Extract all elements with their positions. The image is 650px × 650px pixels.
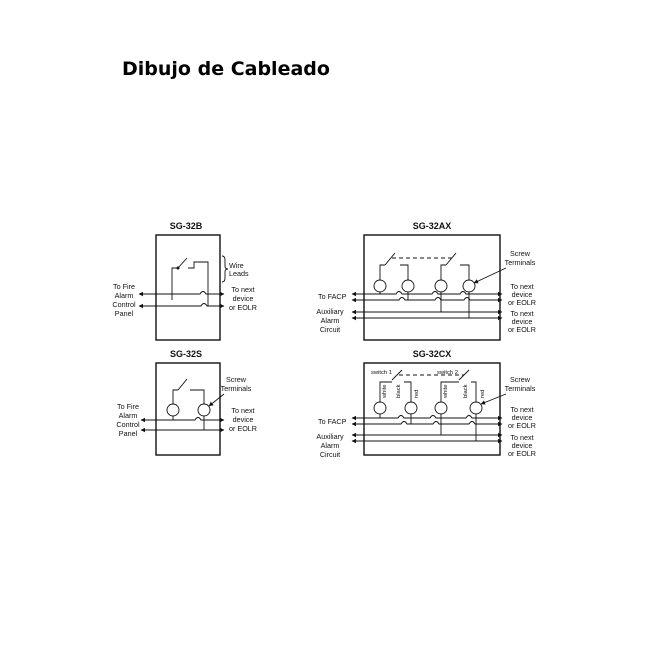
sg32ax-drops xyxy=(379,292,470,318)
sg32s-left-1: To Fire xyxy=(117,402,139,411)
sg32ax-diagram: SG-32AX Screw Terminals To FACP Auxiliar… xyxy=(316,221,536,341)
sg32cx-terminal-4 xyxy=(469,401,483,415)
sg32s-right-2: device xyxy=(233,415,254,424)
sg32ax-aux-3: Circuit xyxy=(320,325,340,334)
sg32b-left-2: Alarm xyxy=(115,291,134,300)
sg32cx-screw-2: Terminals xyxy=(505,384,536,393)
sg32ax-screw-1: Screw xyxy=(510,249,531,258)
sg32b-right-3: or EOLR xyxy=(229,303,257,312)
sg32cx-next1-2: device xyxy=(512,413,533,422)
sg32s-switch-lever xyxy=(177,378,188,391)
sg32ax-next2-1: To next xyxy=(510,309,533,318)
sg32cx-screw-1: Screw xyxy=(510,375,531,384)
sg32s-left-3: Control xyxy=(116,420,140,429)
sg32b-bus-bottom xyxy=(146,303,225,309)
sg32cx-drops xyxy=(379,414,477,441)
sg32cx-diagram: SG-32CX switch 1 switch 2 white black re… xyxy=(316,349,536,459)
sg32ax-facp-label: To FACP xyxy=(318,292,347,301)
sg32s-terminal-2 xyxy=(197,403,211,417)
sg32ax-aux-2: Alarm xyxy=(321,316,340,325)
sg32s-right-1: To next xyxy=(231,406,254,415)
sg32cx-switch1-lever xyxy=(391,369,403,381)
sg32cx-switch2-label: switch 2 xyxy=(437,370,458,376)
sg32ax-terminal-2 xyxy=(401,279,415,293)
sg32s-left-2: Alarm xyxy=(119,411,138,420)
sg32cx-terminal-1 xyxy=(373,401,387,415)
sg32b-title: SG-32B xyxy=(170,221,203,231)
page-title: Dibujo de Cableado xyxy=(122,58,330,80)
sg32cx-line-1 xyxy=(374,415,503,421)
sg32b-diagram: SG-32B Wire Leads To Fire Alarm Control … xyxy=(112,221,257,341)
sg32cx-wire-red-1: red xyxy=(414,390,420,398)
sg32ax-screw-2: Terminals xyxy=(505,258,536,267)
sg32cx-next2-3: or EOLR xyxy=(508,449,536,458)
sg32b-switch-pivot xyxy=(176,266,180,270)
sg32s-diagram: SG-32S Screw Terminals To Fire Alarm Con… xyxy=(116,349,257,456)
sg32ax-switch-a-wires xyxy=(379,264,409,280)
sg32cx-wire-white-1: white xyxy=(382,384,388,399)
sg32b-switch-wires xyxy=(171,261,209,300)
sg32cx-switch1-label: switch 1 xyxy=(371,370,392,376)
sg32b-left-4: Panel xyxy=(115,309,134,318)
sg32ax-box xyxy=(363,234,501,341)
sg32ax-screw-pointer xyxy=(473,267,507,284)
sg32s-box xyxy=(155,362,221,456)
sg32ax-switch-b-lever xyxy=(445,252,457,266)
sg32ax-next1-2: device xyxy=(512,290,533,299)
sg32b-bus-top xyxy=(172,291,225,297)
sg32ax-next1-3: or EOLR xyxy=(508,298,536,307)
sg32s-screw-1: Screw xyxy=(226,375,247,384)
sg32s-screw-2: Terminals xyxy=(221,384,252,393)
sg32s-title: SG-32S xyxy=(170,349,202,359)
sg32cx-switch-wires xyxy=(379,381,477,402)
sg32cx-title: SG-32CX xyxy=(413,349,452,359)
sg32cx-aux-2: Alarm xyxy=(321,441,340,450)
sg32b-lead-bracket xyxy=(221,255,229,283)
sg32b-right-1: To next xyxy=(231,285,254,294)
sg32ax-line-1 xyxy=(374,291,503,297)
sg32ax-line-2 xyxy=(374,297,503,303)
sg32ax-next1-1: To next xyxy=(510,282,533,291)
sg32cx-box xyxy=(363,362,501,456)
sg32cx-next2-2: device xyxy=(512,441,533,450)
sg32s-right-3: or EOLR xyxy=(229,424,257,433)
sg32cx-screw-pointer xyxy=(480,393,507,405)
sg32ax-terminal-3 xyxy=(434,279,448,293)
sg32ax-switch-b-wires xyxy=(440,264,470,280)
sg32ax-next2-3: or EOLR xyxy=(508,325,536,334)
sg32b-wire-leads-2: Leads xyxy=(229,269,249,278)
sg32ax-switch-a-lever xyxy=(384,252,396,266)
sg32s-left-4: Panel xyxy=(119,429,138,438)
sg32cx-wire-black-2: black xyxy=(463,384,469,398)
sg32cx-facp-label: To FACP xyxy=(318,417,347,426)
sg32cx-terminal-2 xyxy=(404,401,418,415)
sg32b-switch-lever xyxy=(177,257,188,269)
sg32ax-terminal-1 xyxy=(373,279,387,293)
sg32cx-next1-1: To next xyxy=(510,405,533,414)
sg32cx-aux-3: Circuit xyxy=(320,450,340,459)
sg32b-box xyxy=(155,234,221,341)
sg32s-terminal-1 xyxy=(166,403,180,417)
sg32ax-next2-2: device xyxy=(512,317,533,326)
sg32b-wire-leads-1: Wire xyxy=(229,261,244,270)
sg32cx-next2-1: To next xyxy=(510,433,533,442)
sg32ax-terminal-4 xyxy=(462,279,476,293)
sg32cx-line-2 xyxy=(374,421,503,427)
sg32b-right-2: device xyxy=(233,294,254,303)
sg32cx-next1-3: or EOLR xyxy=(508,421,536,430)
sg32s-screw-pointer xyxy=(208,393,225,407)
sg32ax-aux-1: Auxiliary xyxy=(316,307,344,316)
sg32cx-terminal-3 xyxy=(434,401,448,415)
sg32b-left-1: To Fire xyxy=(113,282,135,291)
sg32s-switch-wires xyxy=(172,389,205,404)
sg32ax-title: SG-32AX xyxy=(413,221,452,231)
sg32s-bus-top xyxy=(172,416,225,423)
sg32cx-wire-white-2: white xyxy=(443,384,449,399)
sg32cx-wire-red-2: red xyxy=(480,390,486,398)
sg32cx-aux-1: Auxiliary xyxy=(316,432,344,441)
sg32cx-wire-black-1: black xyxy=(396,384,402,398)
sg32b-left-3: Control xyxy=(112,300,136,309)
